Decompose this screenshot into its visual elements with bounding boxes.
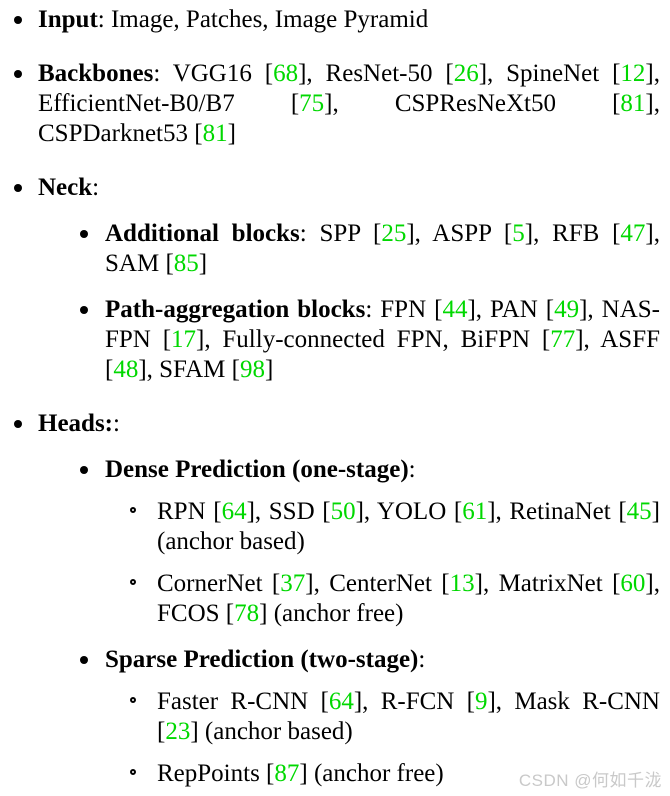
item-text: , ResNet-50 bbox=[306, 60, 446, 87]
circle-bullet-icon bbox=[130, 769, 136, 775]
citation-link[interactable]: 9 bbox=[474, 688, 488, 715]
item-text: , NAS-FPN bbox=[105, 296, 661, 353]
citation-link[interactable]: 81 bbox=[202, 120, 228, 147]
disc-bullet-icon bbox=[80, 656, 88, 664]
circle-bullet-icon bbox=[130, 697, 136, 703]
disc-bullet-icon bbox=[14, 70, 22, 78]
item-text: Faster R-CNN bbox=[157, 688, 321, 715]
list-item-additional-blocks: Additional blocks: SPP [25], ASPP [5], R… bbox=[0, 219, 660, 279]
item-label: Backbones bbox=[38, 60, 154, 87]
item-text: RepPoints bbox=[157, 760, 267, 787]
disc-bullet-icon bbox=[80, 466, 88, 474]
item-text: , RFB bbox=[533, 220, 613, 247]
item-text: , SAM bbox=[105, 220, 660, 277]
citation-link[interactable]: 13 bbox=[449, 570, 475, 597]
list-item-rpn-ssd-yolo-retinanet: RPN [64], SSD [50], YOLO [61], RetinaNet… bbox=[0, 497, 660, 557]
citation-link[interactable]: 64 bbox=[328, 688, 354, 715]
disc-bullet-icon bbox=[80, 230, 88, 238]
list-item-input: Input: Image, Patches, Image Pyramid bbox=[0, 5, 660, 35]
citation-link[interactable]: 64 bbox=[221, 498, 247, 525]
list-item-dense-prediction: Dense Prediction (one-stage): bbox=[0, 455, 660, 485]
item-text: RPN bbox=[157, 498, 214, 525]
citation-link[interactable]: 45 bbox=[626, 498, 652, 525]
item-label: Path-aggregation blocks bbox=[105, 296, 366, 323]
citation-link[interactable]: 44 bbox=[442, 296, 468, 323]
item-text: , MatrixNet bbox=[482, 570, 613, 597]
citation-link[interactable]: 5 bbox=[512, 220, 525, 247]
citation-link[interactable]: 47 bbox=[620, 220, 646, 247]
item-label: Heads: bbox=[38, 410, 113, 437]
item-text: CornerNet bbox=[157, 570, 272, 597]
item-text: : bbox=[418, 646, 426, 673]
list-item-backbones: Backbones: VGG16 [68], ResNet-50 [26], S… bbox=[0, 59, 660, 149]
item-text: (anchor free) bbox=[267, 600, 404, 627]
item-text: , SpineNet bbox=[487, 60, 613, 87]
item-text: : bbox=[92, 174, 100, 201]
citation-link[interactable]: 37 bbox=[280, 570, 306, 597]
item-text: , EfficientNet-B0/B7 bbox=[38, 60, 660, 117]
item-text: : FPN bbox=[365, 296, 435, 323]
item-text: , R-FCN bbox=[362, 688, 467, 715]
list-item-cornernet-centernet-matrixnet-fcos: CornerNet [37], CenterNet [13], MatrixNe… bbox=[0, 569, 660, 629]
item-text: , RetinaNet bbox=[495, 498, 619, 525]
item-text: : bbox=[408, 456, 416, 483]
item-label: Dense Prediction (one-stage) bbox=[105, 456, 409, 483]
circle-bullet-icon bbox=[130, 507, 136, 513]
item-text: , PAN bbox=[475, 296, 546, 323]
item-text: , YOLO bbox=[363, 498, 454, 525]
citation-link[interactable]: 48 bbox=[113, 356, 139, 383]
circle-bullet-icon bbox=[130, 579, 136, 585]
citation-link[interactable]: 81 bbox=[620, 90, 646, 117]
item-text: , CSPDarknet53 bbox=[38, 90, 660, 147]
citation-link[interactable]: 17 bbox=[171, 326, 197, 353]
item-text: (anchor based) bbox=[157, 528, 305, 555]
citation-link[interactable]: 49 bbox=[554, 296, 580, 323]
item-text: : VGG16 bbox=[153, 60, 265, 87]
item-text: , CSPResNeXt50 bbox=[332, 90, 613, 117]
list-item-heads: Heads:: bbox=[0, 409, 660, 439]
citation-link[interactable]: 50 bbox=[330, 498, 356, 525]
item-text: , Fully-connected FPN, BiFPN bbox=[204, 326, 542, 353]
item-text: , ASFF bbox=[583, 326, 660, 353]
list-item-path-aggregation-blocks: Path-aggregation blocks: FPN [44], PAN [… bbox=[0, 295, 660, 385]
citation-link[interactable]: 26 bbox=[453, 60, 479, 87]
item-text: : Image, Patches, Image Pyramid bbox=[97, 6, 429, 33]
list-item-reppoints: RepPoints [87] (anchor free) bbox=[0, 759, 660, 789]
item-label: Input bbox=[38, 6, 98, 33]
item-label: Sparse Prediction (two-stage) bbox=[105, 646, 419, 673]
item-text: : bbox=[113, 410, 120, 437]
item-label: Additional blocks bbox=[105, 220, 300, 247]
item-text: , SSD bbox=[254, 498, 323, 525]
citation-link[interactable]: 85 bbox=[173, 250, 199, 277]
citation-link[interactable]: 77 bbox=[550, 326, 576, 353]
disc-bullet-icon bbox=[14, 184, 22, 192]
citation-link[interactable]: 78 bbox=[234, 600, 260, 627]
citation-link[interactable]: 60 bbox=[620, 570, 646, 597]
citation-link[interactable]: 61 bbox=[462, 498, 488, 525]
disc-bullet-icon bbox=[14, 16, 22, 24]
item-text: , ASPP bbox=[414, 220, 504, 247]
disc-bullet-icon bbox=[80, 306, 88, 314]
item-text: (anchor based) bbox=[198, 718, 353, 745]
list-item-sparse-prediction: Sparse Prediction (two-stage): bbox=[0, 645, 660, 675]
citation-link[interactable]: 68 bbox=[273, 60, 299, 87]
list-item-neck: Neck: bbox=[0, 173, 660, 203]
item-text: : SPP bbox=[299, 220, 374, 247]
item-text: (anchor free) bbox=[307, 760, 444, 787]
watermark: CSDN @何如千泷 bbox=[512, 771, 662, 791]
item-label: Neck bbox=[38, 174, 93, 201]
disc-bullet-icon bbox=[14, 420, 22, 428]
item-text: , CenterNet bbox=[313, 570, 442, 597]
citation-link[interactable]: 87 bbox=[274, 760, 300, 787]
list-item-faster-rcnn-rfcn-maskrcnn: Faster R-CNN [64], R-FCN [9], Mask R-CNN… bbox=[0, 687, 660, 747]
item-text: , Mask R-CNN bbox=[495, 688, 660, 715]
citation-link[interactable]: 25 bbox=[381, 220, 407, 247]
citation-link[interactable]: 23 bbox=[165, 718, 191, 745]
item-text: , FCOS bbox=[157, 570, 660, 627]
item-text: , SFAM bbox=[146, 356, 232, 383]
citation-link[interactable]: 75 bbox=[299, 90, 325, 117]
citation-link[interactable]: 98 bbox=[239, 356, 265, 383]
citation-link[interactable]: 12 bbox=[620, 60, 646, 87]
